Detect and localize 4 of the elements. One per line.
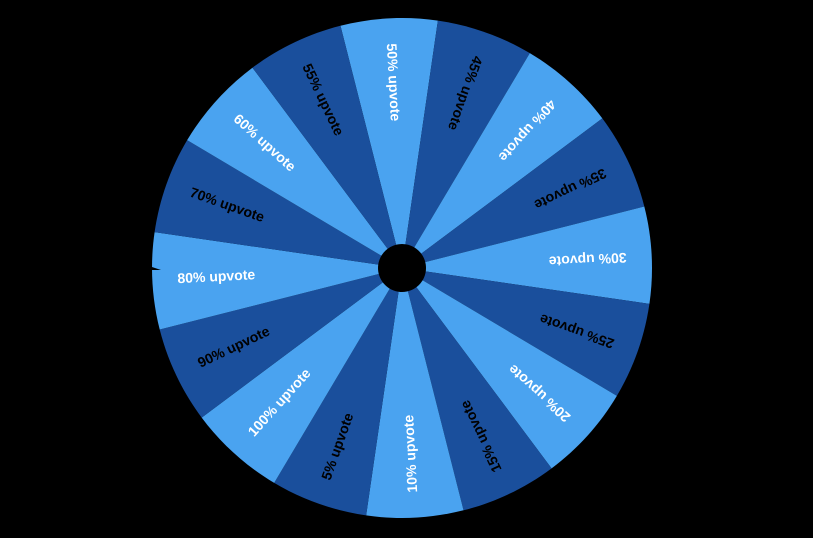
wheel-segment: 10% upvote bbox=[366, 268, 464, 518]
wheel-segment: 80% upvote bbox=[152, 232, 402, 330]
wheel-segment: 30% upvote bbox=[402, 206, 652, 304]
wheel-segment: 50% upvote bbox=[340, 18, 438, 268]
